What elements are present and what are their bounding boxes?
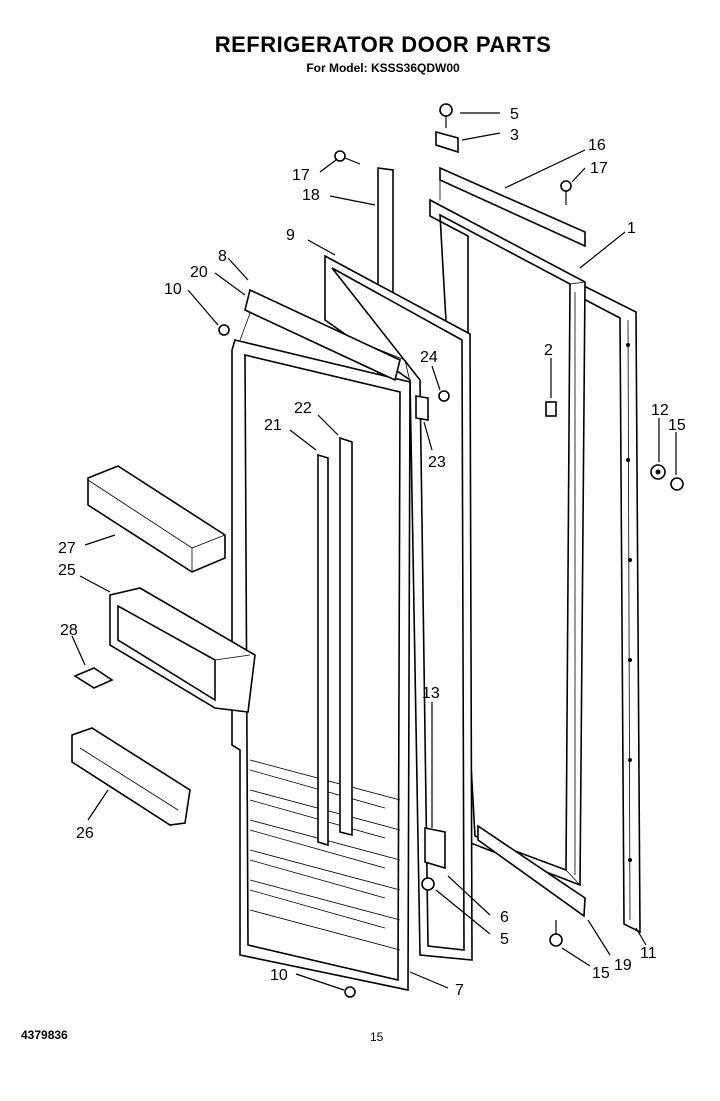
top-bracket-part-16 xyxy=(439,166,586,248)
screw-part-10-bottom xyxy=(344,986,356,998)
callout-12: 12 xyxy=(651,402,669,419)
callout-10-top: 10 xyxy=(164,281,182,298)
callout-17-left: 17 xyxy=(292,167,310,184)
hinge-part-3 xyxy=(435,130,459,154)
callout-19: 19 xyxy=(614,957,632,974)
screw-part-5-bottom xyxy=(421,877,435,891)
model-subtitle: For Model: KSSS36QDW00 xyxy=(306,61,460,75)
screw-part-24 xyxy=(438,390,450,402)
callout-7: 7 xyxy=(455,982,464,999)
callout-10-bottom: 10 xyxy=(270,967,288,984)
hinge-part-13 xyxy=(424,827,446,870)
callout-23: 23 xyxy=(428,454,446,471)
clip-part-2 xyxy=(545,401,557,417)
screw-part-15-top xyxy=(670,477,684,491)
screw-part-17-left xyxy=(334,150,361,165)
bracket-part-23 xyxy=(415,395,429,421)
callout-1: 1 xyxy=(627,220,636,237)
strip-part-22 xyxy=(339,436,353,837)
callout-24: 24 xyxy=(420,349,438,366)
callout-6: 6 xyxy=(500,909,509,926)
page-number: 15 xyxy=(370,1030,384,1044)
outer-panel-part-11 xyxy=(577,281,641,934)
screw-part-17-right xyxy=(560,180,572,205)
callout-15-bottom: 15 xyxy=(592,965,610,982)
callout-20: 20 xyxy=(190,264,208,281)
callout-16: 16 xyxy=(588,137,606,154)
callout-26: 26 xyxy=(76,825,94,842)
callout-8: 8 xyxy=(218,248,227,265)
leader-lines xyxy=(71,112,677,991)
callout-17-right: 17 xyxy=(590,160,608,177)
callout-27: 27 xyxy=(58,540,76,557)
callout-labels: 5 3 16 17 17 18 1 9 8 20 10 2 24 12 15 2… xyxy=(58,106,686,999)
callout-9: 9 xyxy=(286,227,295,244)
callout-2: 2 xyxy=(544,342,553,359)
callout-28: 28 xyxy=(60,622,78,639)
page-title: REFRIGERATOR DOOR PARTS xyxy=(214,32,552,57)
callout-3: 3 xyxy=(510,127,519,144)
document-number: 4379836 xyxy=(21,1028,68,1042)
shelf-part-27 xyxy=(87,465,226,573)
strip-part-21 xyxy=(317,453,329,847)
screw-part-15-bottom xyxy=(549,920,563,947)
bottom-rail-part-19 xyxy=(477,824,586,918)
bin-part-25 xyxy=(109,587,256,713)
callout-25: 25 xyxy=(58,562,76,579)
callout-21: 21 xyxy=(264,417,282,434)
callout-5-top: 5 xyxy=(510,106,519,123)
callout-13: 13 xyxy=(422,685,440,702)
screw-part-5-top xyxy=(439,103,453,128)
callout-11: 11 xyxy=(640,945,657,962)
washer-part-12 xyxy=(650,464,666,480)
callout-18: 18 xyxy=(302,187,320,204)
callout-5-bottom: 5 xyxy=(500,931,509,948)
screw-part-10-top xyxy=(218,324,230,336)
trim-part-26 xyxy=(71,727,191,826)
tray-part-28 xyxy=(73,667,114,689)
callout-22: 22 xyxy=(294,400,312,417)
callout-15-top: 15 xyxy=(668,417,686,434)
